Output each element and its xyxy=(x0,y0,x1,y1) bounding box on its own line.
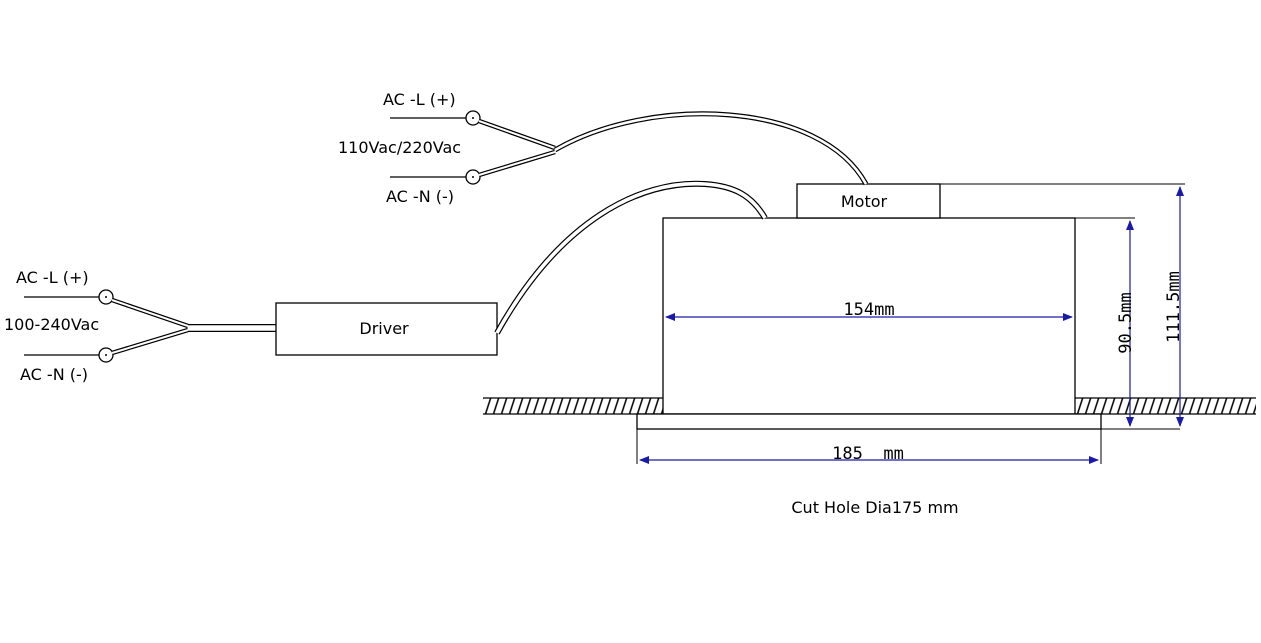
dimensions: 154mm 185 mm 90.5mm 111.5mm xyxy=(636,183,1185,464)
driver-live-label: AC -L (+) xyxy=(16,268,89,287)
total-height-label: 111.5mm xyxy=(1164,271,1184,343)
ceiling-right-hatch xyxy=(1075,398,1256,414)
motor-cable-core xyxy=(554,112,868,185)
trim-width-label: 185 mm xyxy=(832,444,904,464)
driver-neutral-label: AC -N (-) xyxy=(20,365,88,384)
driver-neutral-terminal-dot xyxy=(105,354,107,356)
motor-neutral-terminal-dot xyxy=(472,176,474,178)
ceiling-left-hatch xyxy=(483,398,663,414)
driver-live-wire-core xyxy=(111,299,189,327)
body-height-label: 90.5mm xyxy=(1116,292,1136,353)
driver-neutral-wire-core xyxy=(111,329,189,354)
motor-live-terminal-dot xyxy=(472,117,474,119)
motor-label: Motor xyxy=(841,192,888,211)
motor-cable xyxy=(553,111,869,186)
motor-live-wire-core xyxy=(478,120,556,149)
driver-wiring: Driver AC -L (+) 100-240Vac AC -N (-) xyxy=(4,180,768,384)
driver-label: Driver xyxy=(359,319,409,338)
motor-neutral-wire-core xyxy=(478,151,556,176)
motor-box xyxy=(796,183,941,219)
ceiling xyxy=(483,397,1256,415)
motor-live-label: AC -L (+) xyxy=(383,90,456,109)
driver-live-terminal-dot xyxy=(105,296,107,298)
cut-hole-note: Cut Hole Dia175 mm xyxy=(791,498,958,517)
motor-voltage-label: 110Vac/220Vac xyxy=(338,138,461,157)
motor-neutral-label: AC -N (-) xyxy=(386,187,454,206)
body-width-label: 154mm xyxy=(843,300,894,320)
fixture-trim xyxy=(636,413,1102,430)
driver-output-cable-core xyxy=(495,181,767,334)
motor-supply-wiring: AC -L (+) 110Vac/220Vac AC -N (-) xyxy=(338,90,869,206)
driver-box xyxy=(275,302,498,356)
driver-voltage-label: 100-240Vac xyxy=(4,315,99,334)
